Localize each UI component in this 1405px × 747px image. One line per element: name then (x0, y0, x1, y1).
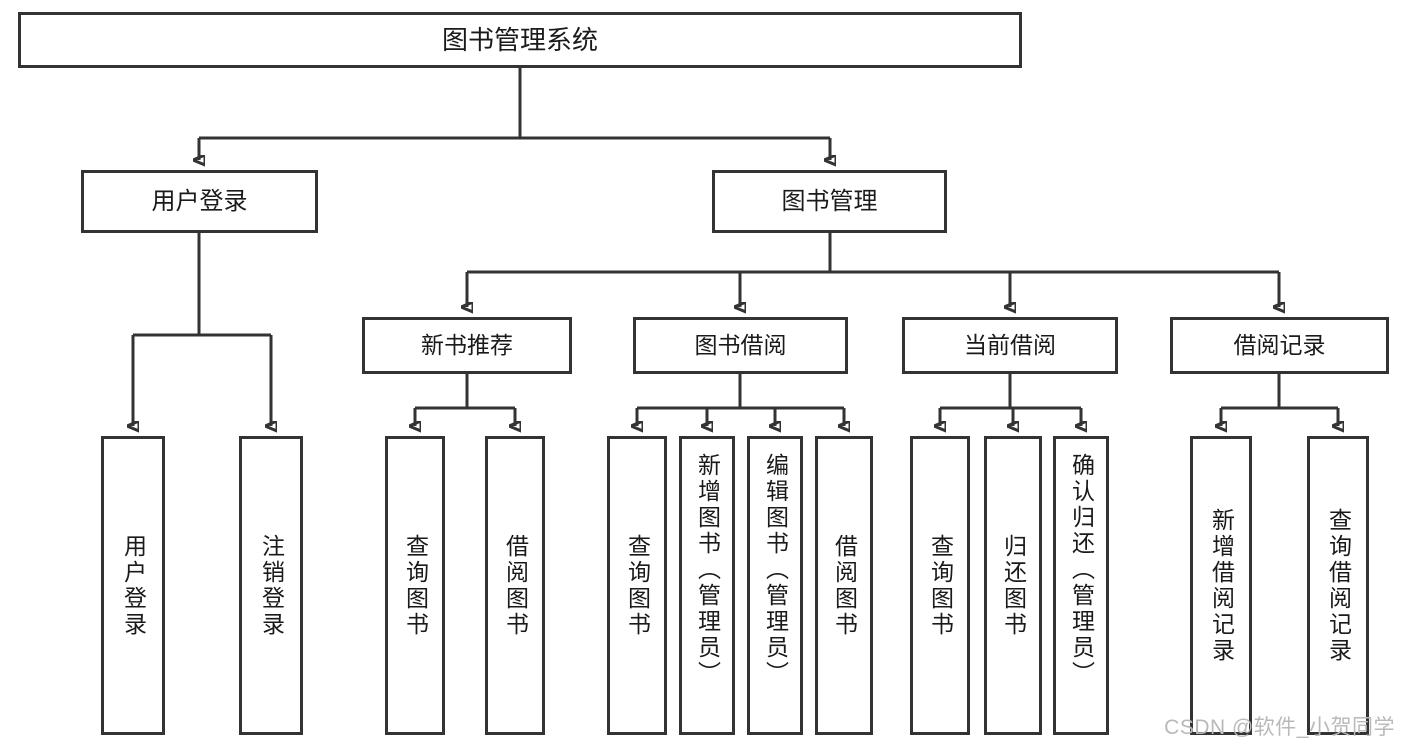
node-current-borrow[interactable]: 当前借阅 (902, 317, 1118, 374)
watermark: CSDN @软件_小贺同学 (1164, 716, 1395, 739)
node-borrow-record-label: 借阅记录 (1233, 332, 1326, 359)
leaf-borrow-book-label: 借阅图书 (831, 533, 858, 638)
leaf-query-book-rec[interactable]: 查询图书 (385, 436, 445, 735)
leaf-query-book-borrow[interactable]: 查询图书 (607, 436, 667, 735)
node-current-borrow-label: 当前借阅 (964, 332, 1056, 359)
leaf-user-login[interactable]: 用户登录 (101, 436, 165, 735)
leaf-user-login-label: 用户登录 (120, 533, 147, 638)
leaf-query-borrow-record-label: 查询借阅记录 (1325, 507, 1352, 664)
leaf-query-book-borrow-label: 查询图书 (624, 533, 651, 638)
node-user-login[interactable]: 用户登录 (81, 170, 318, 233)
leaf-confirm-return-admin[interactable]: 确认归还（管理员） (1053, 436, 1109, 735)
leaf-add-borrow-record[interactable]: 新增借阅记录 (1190, 436, 1252, 735)
leaf-query-book-rec-label: 查询图书 (402, 533, 429, 638)
node-book-borrow[interactable]: 图书借阅 (633, 317, 848, 374)
leaf-logout[interactable]: 注销登录 (239, 436, 303, 735)
leaf-borrow-book-rec[interactable]: 借阅图书 (485, 436, 545, 735)
leaf-logout-label: 注销登录 (258, 533, 285, 638)
leaf-add-book-admin-label: 新增图书（管理员） (694, 453, 721, 687)
leaf-return-book[interactable]: 归还图书 (984, 436, 1042, 735)
node-book-manage-label: 图书管理 (781, 187, 878, 215)
leaf-add-borrow-record-label: 新增借阅记录 (1208, 507, 1235, 664)
leaf-edit-book-admin[interactable]: 编辑图书（管理员） (747, 436, 803, 735)
leaf-query-book-current-label: 查询图书 (927, 533, 954, 638)
node-user-login-label: 用户登录 (151, 187, 248, 215)
node-root-label: 图书管理系统 (441, 24, 598, 55)
leaf-borrow-book[interactable]: 借阅图书 (815, 436, 873, 735)
node-new-book-recommend[interactable]: 新书推荐 (362, 317, 572, 374)
node-root[interactable]: 图书管理系统 (18, 12, 1022, 68)
leaf-edit-book-admin-label: 编辑图书（管理员） (762, 453, 789, 687)
leaf-return-book-label: 归还图书 (1000, 533, 1027, 638)
leaf-confirm-return-admin-label: 确认归还（管理员） (1068, 453, 1095, 687)
leaf-add-book-admin[interactable]: 新增图书（管理员） (679, 436, 735, 735)
node-book-borrow-label: 图书借阅 (694, 332, 787, 359)
node-borrow-record[interactable]: 借阅记录 (1170, 317, 1389, 374)
leaf-query-borrow-record[interactable]: 查询借阅记录 (1307, 436, 1369, 735)
node-book-manage[interactable]: 图书管理 (712, 170, 947, 233)
node-new-book-recommend-label: 新书推荐 (421, 332, 513, 359)
leaf-query-book-current[interactable]: 查询图书 (910, 436, 970, 735)
leaf-borrow-book-rec-label: 借阅图书 (502, 533, 529, 638)
